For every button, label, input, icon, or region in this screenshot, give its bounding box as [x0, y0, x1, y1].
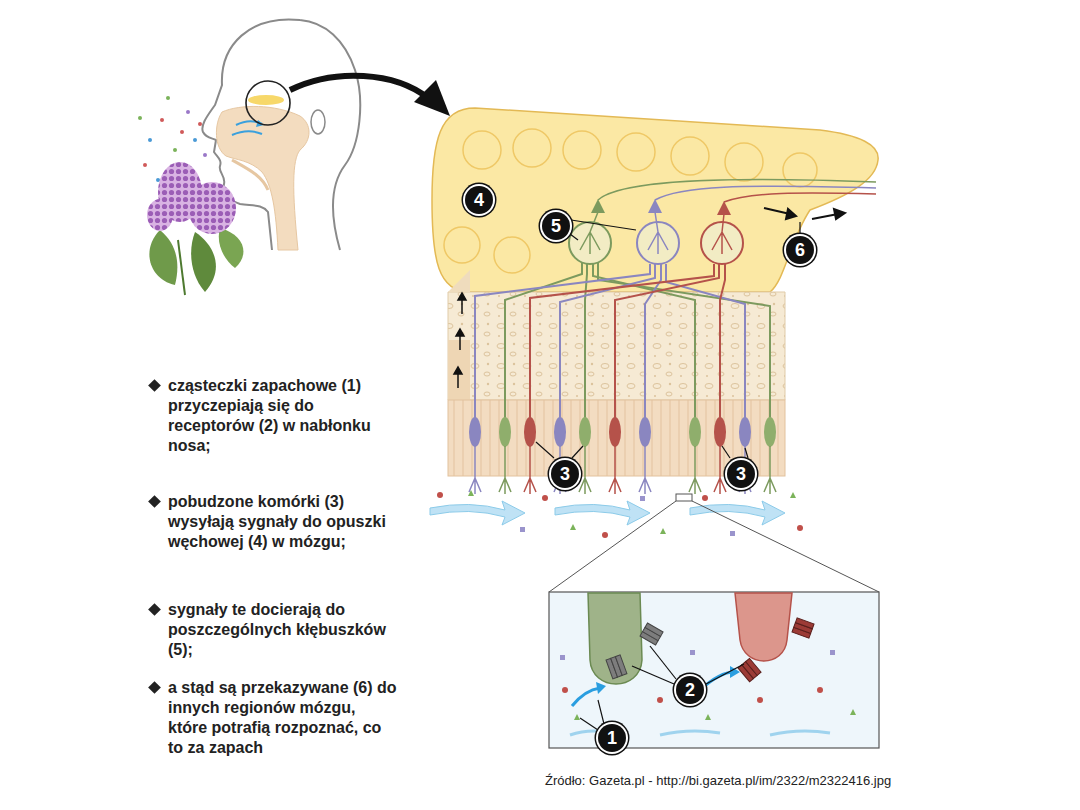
zoom-arrow [290, 76, 450, 116]
bullet-diamond [148, 379, 161, 392]
bullet-text: sygnały te docierają do poszczególnych k… [148, 600, 398, 660]
bullet-diamond [148, 603, 161, 616]
signal-arrows [454, 293, 466, 388]
callout-number: 5 [542, 212, 570, 240]
glomeruli [569, 179, 876, 264]
callout-number: 3 [551, 460, 579, 488]
output-arrows [764, 208, 845, 219]
zoom-inset [549, 494, 879, 748]
source-caption: Źródło: Gazeta.pl - http://bi.gazeta.pl/… [545, 773, 891, 788]
callout-number: 4 [465, 186, 493, 214]
callout-number: 1 [598, 724, 626, 752]
bullet-diamond [148, 495, 161, 508]
bullet-text: cząsteczki zapachowe (1) przyczepiają si… [148, 376, 398, 456]
bullet-item: a stąd są przekazywane (6) do innych reg… [148, 678, 398, 758]
axons [475, 262, 770, 418]
bullet-text: a stąd są przekazywane (6) do innych reg… [148, 678, 398, 758]
odor-molecules [437, 490, 803, 538]
callout-number: 2 [676, 676, 704, 704]
bullet-diamond [148, 681, 161, 694]
receptor-neurons [469, 417, 776, 494]
airflow [430, 501, 785, 525]
lilac-flower [147, 162, 243, 295]
bullet-item: pobudzone komórki (3) wysyłają sygnały d… [148, 492, 398, 552]
cribriform-bone [448, 270, 785, 400]
olfactory-bulb [432, 108, 878, 292]
bullet-item: cząsteczki zapachowe (1) przyczepiają si… [148, 376, 398, 456]
bullet-text: pobudzone komórki (3) wysyłają sygnały d… [148, 492, 398, 552]
callout-number: 6 [786, 236, 814, 264]
callout-number: 3 [727, 460, 755, 488]
leader-lines [536, 220, 800, 458]
bullet-item: sygnały te docierają do poszczególnych k… [148, 600, 398, 660]
